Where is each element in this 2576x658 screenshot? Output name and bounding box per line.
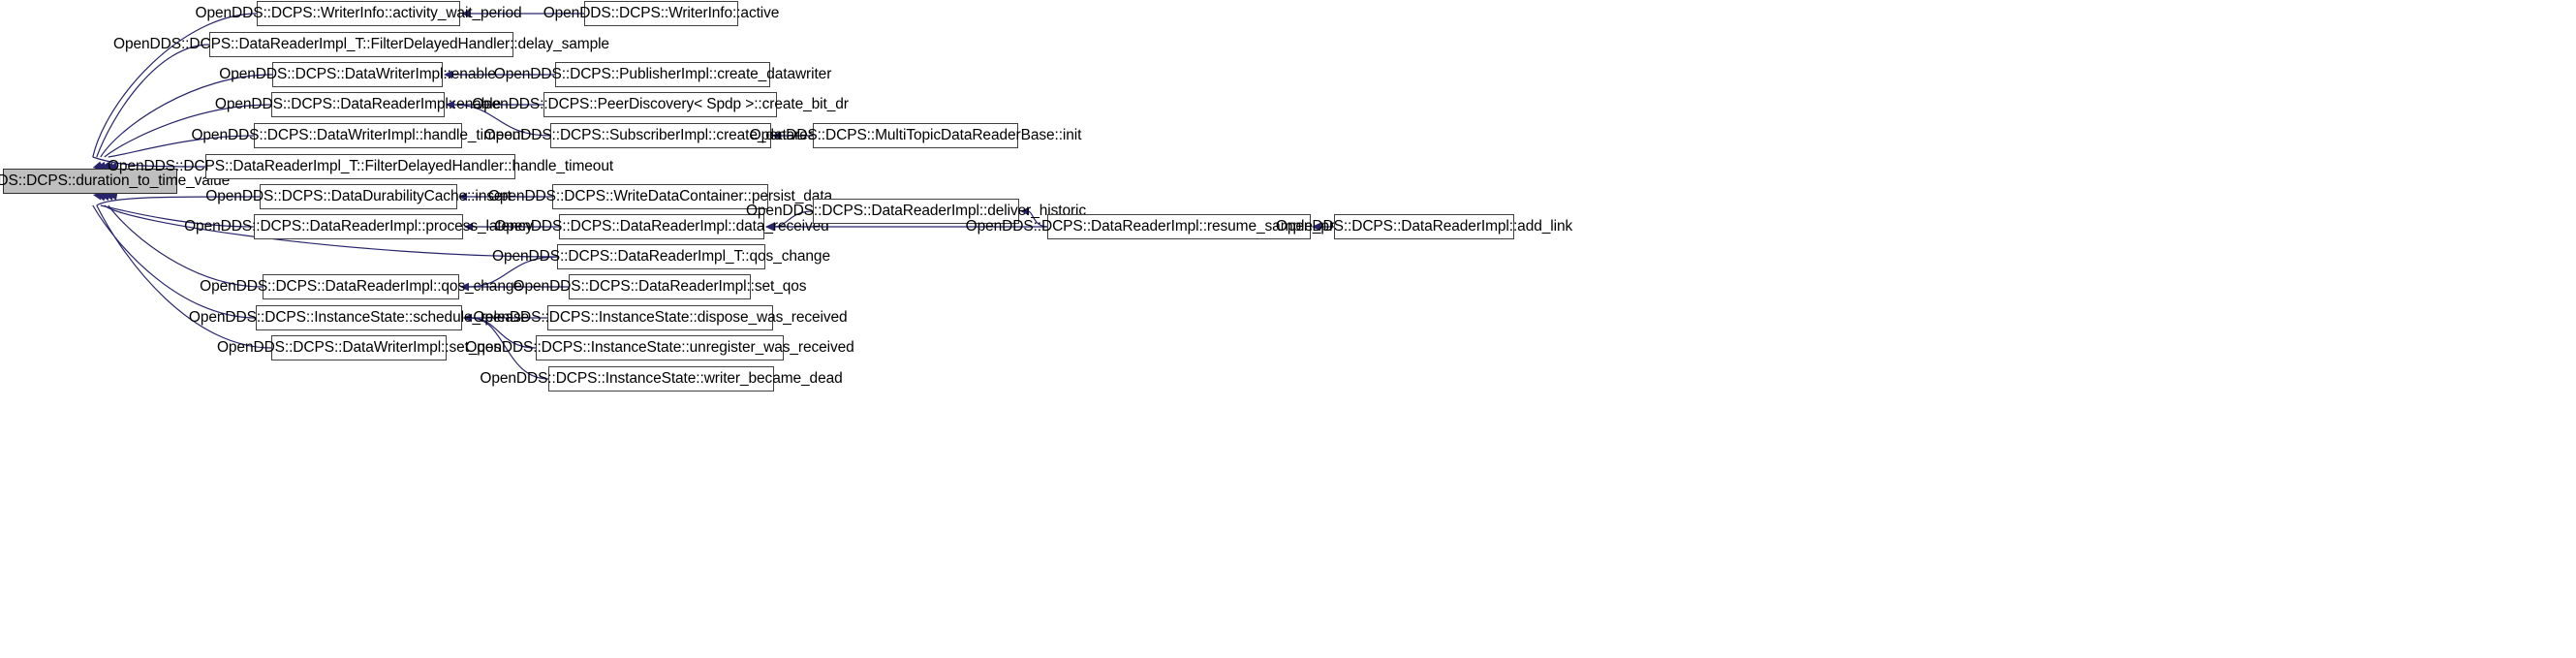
graph-node-create_bit_dr[interactable]: OpenDDS::DCPS::PeerDiscovery< Spdp >::cr…	[472, 92, 849, 117]
graph-node-ddc_insert[interactable]: OpenDDS::DCPS::DataDurabilityCache::inse…	[205, 184, 512, 209]
graph-node-data_received[interactable]: OpenDDS::DCPS::DataReaderImpl::data_rece…	[494, 214, 829, 239]
edge-arrow-ddc_insert	[96, 193, 107, 202]
graph-node-mt_init[interactable]: OpenDDS::DCPS::MultiTopicDataReaderBase:…	[750, 123, 1081, 148]
graph-node-create_datawriter[interactable]: OpenDDS::DCPS::PublisherImpl::create_dat…	[494, 62, 831, 87]
graph-node-deliver_historic[interactable]: OpenDDS::DCPS::DataReaderImpl::deliver_h…	[746, 199, 1086, 224]
graph-node-writer_became_dead[interactable]: OpenDDS::DCPS::InstanceState::writer_bec…	[480, 366, 843, 392]
graph-node-schedule_release[interactable]: OpenDDS::DCPS::InstanceState::schedule_r…	[189, 305, 529, 330]
graph-node-root: OpenDDS::DCPS::duration_to_time_value	[0, 169, 230, 194]
edge-arrow-process_latency	[100, 192, 110, 202]
graph-node-dispose_was_rcv[interactable]: OpenDDS::DCPS::InstanceState::dispose_wa…	[473, 305, 848, 330]
graph-node-persist_data[interactable]: OpenDDS::DCPS::WriteDataContainer::persi…	[488, 184, 832, 209]
graph-node-dr_enable[interactable]: OpenDDS::DCPS::DataReaderImpl::enable	[215, 92, 501, 117]
graph-node-create_datareader[interactable]: OpenDDS::DCPS::SubscriberImpl::create_da…	[484, 123, 838, 148]
graph-node-unregister_was_rcv[interactable]: OpenDDS::DCPS::InstanceState::unregister…	[465, 335, 854, 360]
graph-node-dr_set_qos[interactable]: OpenDDS::DCPS::DataReaderImpl::set_qos	[513, 274, 807, 299]
graph-node-dr_qos_change[interactable]: OpenDDS::DCPS::DataReaderImpl::qos_chang…	[200, 274, 522, 299]
graph-node-delay_sample[interactable]: OpenDDS::DCPS::DataReaderImpl_T::FilterD…	[113, 32, 609, 57]
graph-node-process_latency[interactable]: OpenDDS::DCPS::DataReaderImpl::process_l…	[184, 214, 533, 239]
graph-node-add_link[interactable]: OpenDDS::DCPS::DataReaderImpl::add_link	[1276, 214, 1572, 239]
graph-node-dw_handle_to[interactable]: OpenDDS::DCPS::DataWriterImpl::handle_ti…	[191, 123, 525, 148]
edge-path-dw_enable	[100, 74, 273, 158]
graph-node-resume_sample[interactable]: OpenDDS::DCPS::DataReaderImpl::resume_sa…	[966, 214, 1392, 239]
graph-node-dw_set_qos[interactable]: OpenDDS::DCPS::DataWriterImpl::set_qos	[217, 335, 501, 360]
graph-node-wi_active[interactable]: OpenDDS::DCPS::WriterInfo::active	[543, 1, 779, 26]
graph-node-dw_enable[interactable]: OpenDDS::DCPS::DataWriterImpl::enable	[219, 62, 496, 87]
graph-node-activity_wait[interactable]: OpenDDS::DCPS::WriterInfo::activity_wait…	[196, 1, 522, 26]
graph-node-fdh_handle_to[interactable]: OpenDDS::DCPS::DataReaderImpl_T::FilterD…	[108, 154, 613, 179]
graph-node-drt_qos_change[interactable]: OpenDDS::DCPS::DataReaderImpl_T::qos_cha…	[492, 244, 830, 269]
